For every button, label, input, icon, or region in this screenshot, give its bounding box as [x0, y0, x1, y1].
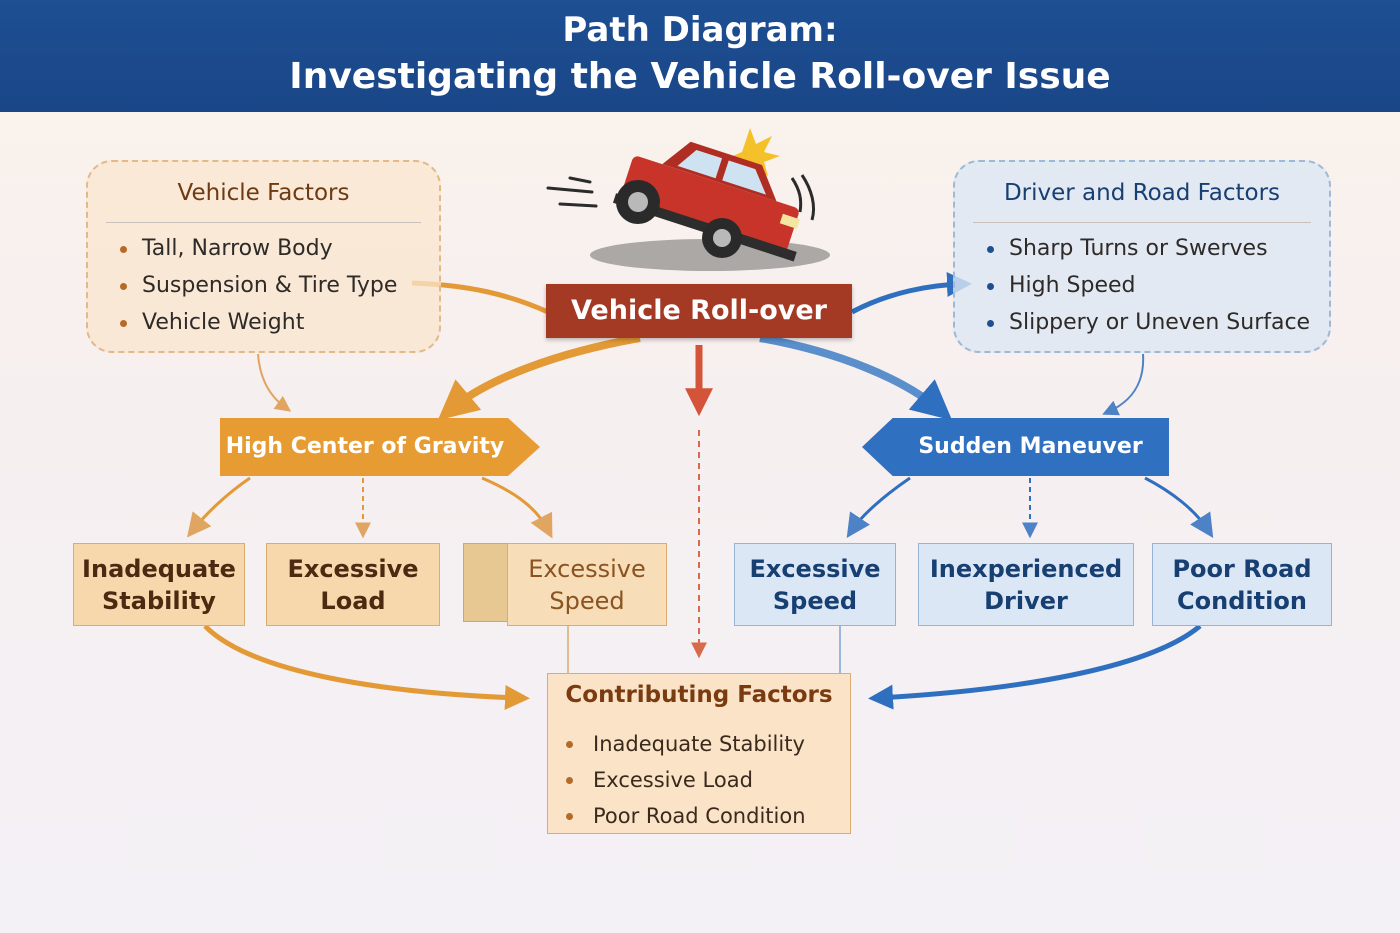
- motion-line: [546, 186, 594, 194]
- node-label-line: Inadequate: [82, 554, 236, 583]
- car-wheel-front: [702, 218, 742, 258]
- title-banner: Path Diagram: Investigating the Vehicle …: [0, 0, 1400, 112]
- title-line-1: Path Diagram:: [562, 10, 838, 50]
- motion-line: [568, 176, 592, 184]
- list-item: Vehicle Weight: [120, 304, 397, 341]
- list-item: Sharp Turns or Swerves: [987, 230, 1310, 267]
- divider: [106, 222, 421, 223]
- list-item: Poor Road Condition: [566, 798, 806, 834]
- rolling-car-icon: [546, 128, 830, 271]
- node-label-line: Speed: [549, 586, 625, 615]
- list-item: Inadequate Stability: [566, 726, 806, 762]
- node-label-line: Poor Road: [1172, 554, 1312, 583]
- divider: [973, 222, 1311, 223]
- contributing-factors-title: Contributing Factors: [565, 682, 833, 708]
- node-background: [220, 418, 540, 476]
- arrow-rollover-to-hcg: [437, 334, 641, 421]
- arrow-stability-to-contributing: [203, 624, 530, 710]
- title-line-2: Investigating the Vehicle Roll-over Issu…: [289, 56, 1111, 97]
- node-label-line: Stability: [102, 586, 216, 615]
- list-item: Excessive Load: [566, 762, 806, 798]
- list-item: High Speed: [987, 267, 1310, 304]
- node-label-line: Condition: [1177, 586, 1307, 615]
- arrow-rollover-to-driver-factors: [850, 271, 972, 315]
- node-label-line: Driver: [984, 586, 1068, 615]
- vehicle-factors-title: Vehicle Factors: [177, 180, 350, 206]
- vehicle-factors-panel: Vehicle Factors Tall, Narrow Body Suspen…: [86, 160, 441, 353]
- node-label-line: Excessive: [287, 554, 419, 583]
- arrow-hcg-to-speed: [481, 476, 553, 539]
- car-body: [612, 141, 801, 262]
- node-label-line: Excessive: [528, 554, 646, 583]
- node-label-line: Load: [320, 586, 386, 615]
- arrow-vehicle-panel-to-hcg: [257, 353, 292, 412]
- arrow-maneuver-to-speed: [846, 476, 911, 538]
- list-item: Slippery or Uneven Surface: [987, 304, 1310, 341]
- node-label: High Center of Gravity: [225, 434, 505, 459]
- stacked-card-shadow: [463, 543, 515, 622]
- arrow-hcg-to-stability: [187, 476, 251, 538]
- contributing-factors-box: Contributing Factors Inadequate Stabilit…: [547, 673, 851, 834]
- arrow-maneuver-to-road: [1144, 476, 1214, 539]
- motion-line: [790, 177, 803, 213]
- list-item: Suspension & Tire Type: [120, 267, 397, 304]
- contributing-factors-list: Inadequate Stability Excessive Load Poor…: [566, 726, 806, 834]
- impact-star: [728, 128, 780, 180]
- car-wheel-rear: [616, 180, 660, 224]
- driver-road-factors-title: Driver and Road Factors: [1003, 180, 1281, 206]
- vehicle-rollover-node: Vehicle Roll-over: [546, 284, 852, 338]
- driver-road-factors-list: Sharp Turns or Swerves High Speed Slippe…: [987, 230, 1310, 341]
- arrow-road-to-contributing: [868, 624, 1202, 710]
- arrow-driver-panel-to-maneuver: [1102, 353, 1145, 416]
- arrow-rollover-to-maneuver: [759, 334, 953, 421]
- vehicle-factors-list: Tall, Narrow Body Suspension & Tire Type…: [120, 230, 397, 341]
- sudden-maneuver-node: Sudden Maneuver: [862, 418, 1169, 476]
- motion-line: [558, 202, 598, 208]
- node-background: [862, 418, 1169, 476]
- motion-line: [800, 174, 816, 221]
- driver-road-factors-panel: Driver and Road Factors Sharp Turns or S…: [953, 160, 1331, 353]
- node-label-line: Excessive: [749, 554, 881, 583]
- node-label: Sudden Maneuver: [918, 434, 1143, 459]
- list-item: Tall, Narrow Body: [120, 230, 397, 267]
- node-label-line: Inexperienced: [929, 554, 1123, 583]
- node-label-line: Speed: [772, 586, 858, 615]
- high-center-of-gravity-node: High Center of Gravity: [220, 418, 540, 476]
